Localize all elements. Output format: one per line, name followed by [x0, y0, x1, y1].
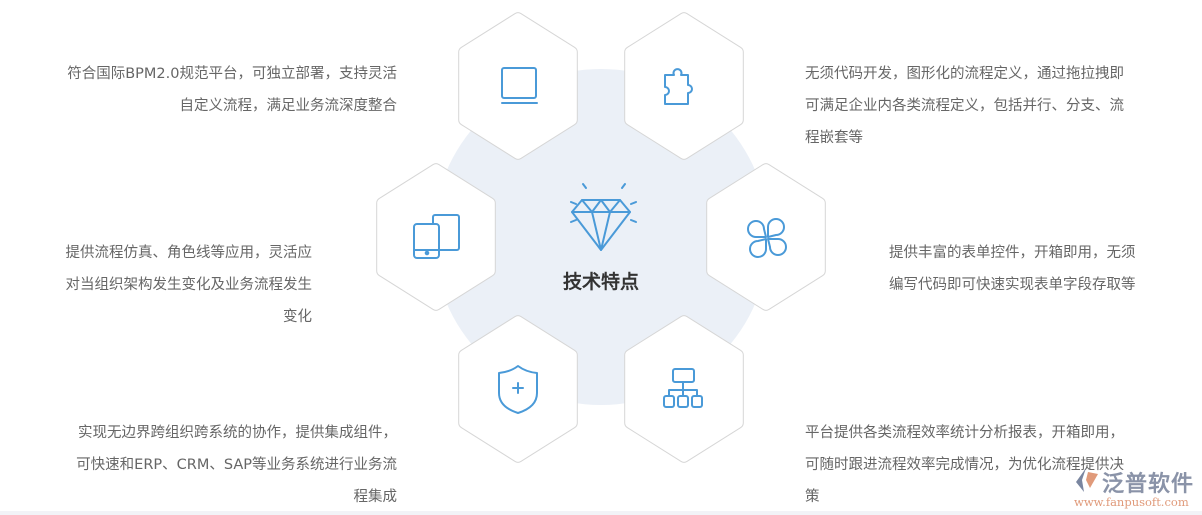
feature-desc-2: 无须代码开发，图形化的流程定义，通过拖拉拽即 可满足企业内各类流程定义，包括并行…	[805, 58, 1124, 154]
shield-icon	[498, 365, 538, 414]
desc-line: 提供丰富的表单控件，开箱即用，无须	[889, 245, 1136, 261]
feature-hexagon-fill-1	[459, 13, 577, 159]
org-chart-icon	[663, 368, 703, 408]
desc-line: 自定义流程，满足业务流深度整合	[179, 98, 398, 114]
watermark-logo: 泛普软件 www.fanpusoft.com	[1072, 466, 1197, 510]
desc-line: 可随时跟进流程效率完成情况，为优化流程提供决	[805, 457, 1124, 473]
desc-line: 无须代码开发，图形化的流程定义，通过拖拉拽即	[805, 66, 1124, 82]
desc-line: 实现无边界跨组织跨系统的协作，提供集成组件，	[78, 425, 397, 441]
desc-line: 程嵌套等	[805, 130, 863, 146]
center-title: 技术特点	[562, 271, 639, 293]
laptop-icon	[501, 67, 538, 104]
bottom-divider	[0, 511, 1202, 515]
desc-line: 策	[805, 489, 820, 505]
logo-mark-icon	[1076, 468, 1098, 492]
feature-hexagon-fill-2	[625, 13, 743, 159]
desc-line: 编写代码即可快速实现表单字段存取等	[889, 277, 1136, 293]
feature-desc-3: 提供流程仿真、角色线等应用，灵活应 对当组织架构发生变化及业务流程发生 变化	[66, 237, 313, 333]
logo-url: www.fanpusoft.com	[1074, 495, 1189, 509]
desc-line: 可满足企业内各类流程定义，包括并行、分支、流	[805, 98, 1124, 114]
logo-text: 泛普软件	[1102, 472, 1195, 497]
desc-line: 提供流程仿真、角色线等应用，灵活应	[65, 245, 313, 261]
desc-line: 符合国际BPM2.0规范平台，可独立部署，支持灵活	[67, 66, 397, 82]
grid-icon	[747, 218, 787, 258]
puzzle-icon	[664, 68, 693, 105]
feature-hexagon-fill-3	[377, 164, 495, 310]
diamond-icon	[570, 183, 637, 251]
desc-line: 变化	[283, 309, 312, 325]
desc-line: 平台提供各类流程效率统计分析报表，开箱即用，	[805, 425, 1124, 441]
desc-line: 程集成	[353, 489, 398, 505]
feature-desc-1: 符合国际BPM2.0规范平台，可独立部署，支持灵活 自定义流程，满足业务流深度整…	[67, 58, 397, 122]
feature-desc-6: 平台提供各类流程效率统计分析报表，开箱即用， 可随时跟进流程效率完成情况，为优化…	[805, 417, 1124, 513]
devices-icon	[413, 214, 460, 259]
feature-desc-4: 提供丰富的表单控件，开箱即用，无须 编写代码即可快速实现表单字段存取等	[889, 237, 1136, 301]
desc-line: 可快速和ERP、CRM、SAP等业务系统进行业务流	[76, 457, 397, 473]
feature-desc-5: 实现无边界跨组织跨系统的协作，提供集成组件， 可快速和ERP、CRM、SAP等业…	[76, 417, 397, 513]
desc-line: 对当组织架构发生变化及业务流程发生	[65, 277, 313, 293]
